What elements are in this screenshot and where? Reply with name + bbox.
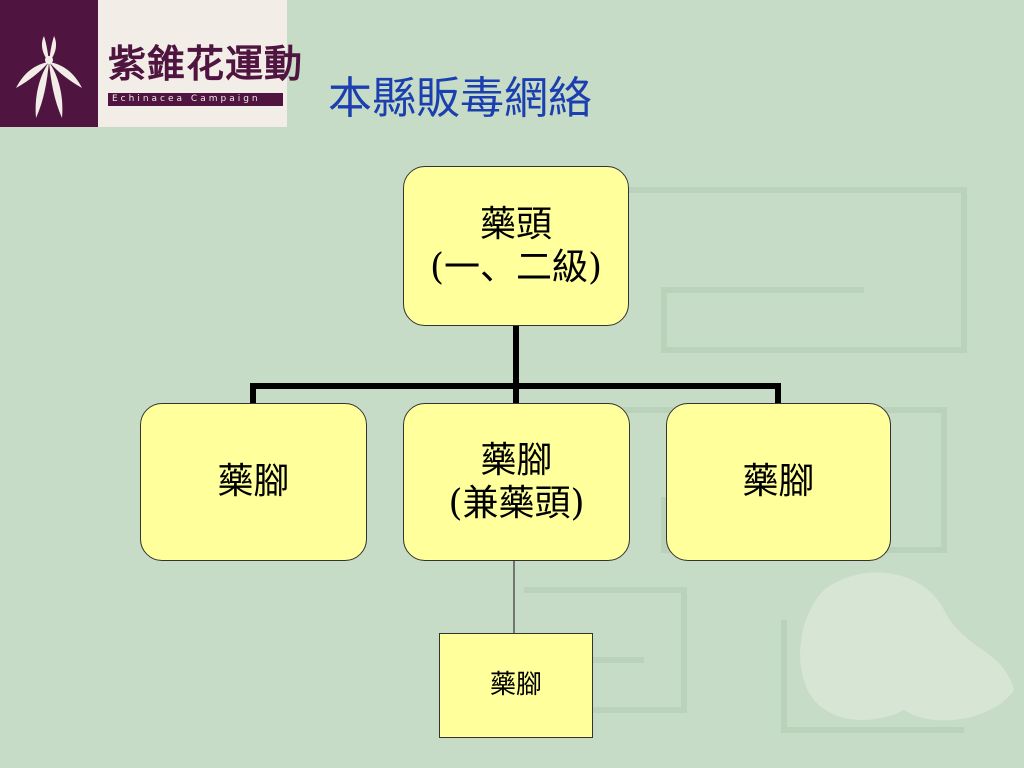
child-node-middle-subtitle: (兼藥頭) [448,483,585,524]
root-node-title: 藥頭 [479,203,552,245]
root-node-subtitle: (一、二級) [429,247,603,288]
flower-logo-icon [0,0,98,127]
child-node-left-title: 藥腳 [217,461,290,503]
sub-child-node-title: 藥腳 [489,669,542,700]
logo-text: 紫錐花運動 [108,42,304,86]
child-node-right-title: 藥腳 [742,461,815,503]
child-node-right: 藥腳 [666,403,891,561]
child-node-left: 藥腳 [140,403,367,561]
campaign-logo: 紫錐花運動 Echinacea Campaign [0,0,302,127]
child-node-middle-title: 藥腳 [480,439,553,481]
logo-subtext: Echinacea Campaign [108,93,283,106]
page-title: 本縣販毒網絡 [328,73,592,124]
sub-child-node: 藥腳 [439,633,593,738]
root-node: 藥頭 (一、二級) [403,166,629,326]
child-node-middle: 藥腳 (兼藥頭) [403,403,630,561]
